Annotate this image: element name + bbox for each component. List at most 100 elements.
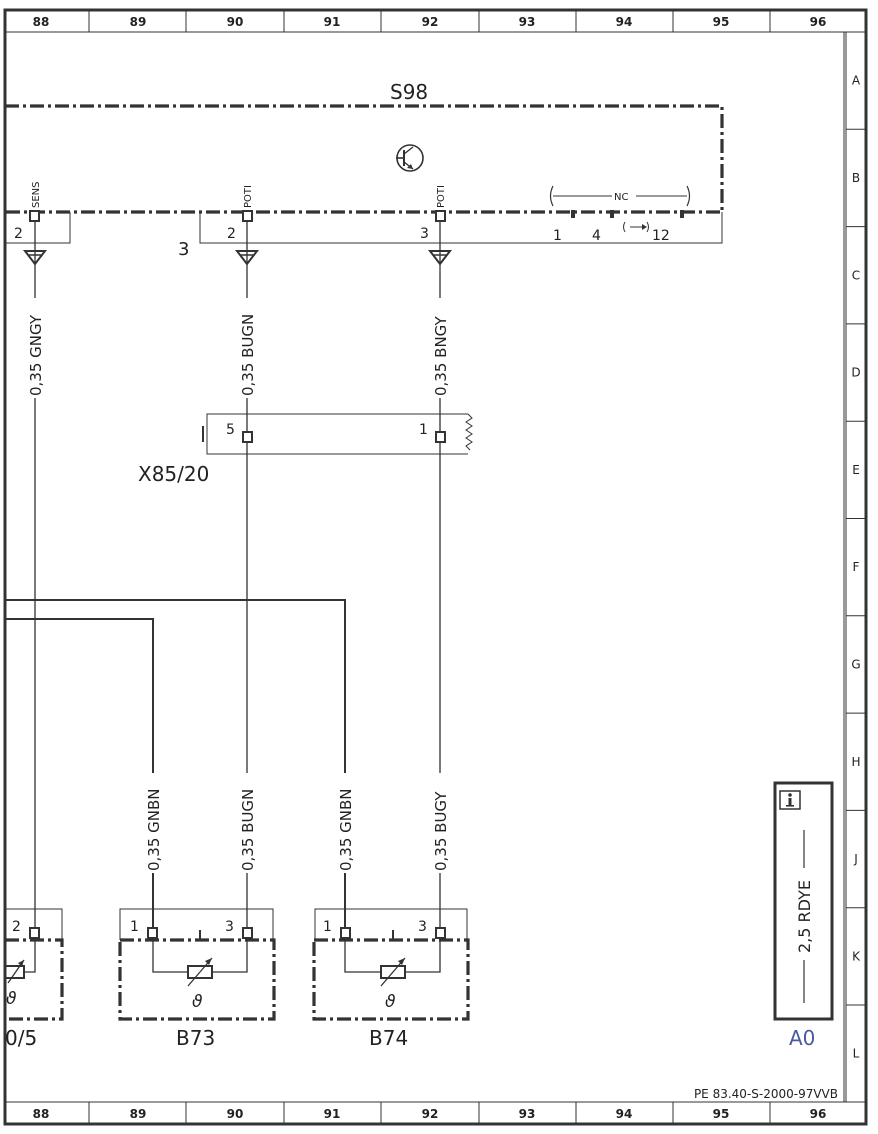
page-frame: [3, 8, 868, 1126]
s98-pin-number: 2: [14, 226, 23, 242]
column-number: 88: [33, 1107, 50, 1121]
column-number: 92: [422, 15, 439, 29]
wire-label: 0,35 BNGY: [432, 315, 450, 396]
svg-text:ϑ: ϑ: [385, 992, 396, 1012]
svg-text:ϑ: ϑ: [192, 992, 203, 1012]
b74-pin-number: 3: [418, 919, 427, 935]
column-number: 95: [713, 15, 730, 29]
row-letter: F: [853, 560, 860, 574]
s98-label: S98: [390, 80, 428, 104]
s98-pin-label-sens: SENS: [31, 182, 42, 209]
document-reference: PE 83.40-S-2000-97VVB: [694, 1087, 838, 1101]
s98-boundary: [5, 104, 724, 214]
info-ref-label: A0: [789, 1026, 815, 1050]
wire-gnbn-b74: [5, 599, 346, 928]
bottom-column-bar: [4, 1101, 867, 1125]
column-number: 88: [33, 15, 50, 29]
row-letter: K: [852, 949, 861, 963]
s98-branch-number: 3: [178, 239, 189, 260]
b73-boundary: [118, 938, 276, 1021]
b74-pin-number: 1: [323, 919, 332, 935]
b74-pin-contact: [340, 927, 351, 939]
s98-module: S98 SENS POTI POTI NC: [5, 80, 724, 260]
nc-bracket: NC: [549, 185, 691, 233]
x85-pin-number: 1: [419, 422, 428, 438]
row-letter: E: [852, 463, 860, 477]
b74-sensor: 1 3 ϑ B74: [312, 908, 470, 1050]
b74-pin-contact: [435, 927, 446, 939]
wire-gnbn-b73: [5, 618, 154, 928]
break-mark-icon: [465, 413, 473, 451]
b74-boundary: [312, 938, 470, 1021]
row-letter: A: [852, 74, 861, 88]
b73-pin-number: 3: [225, 919, 234, 935]
row-letter: L: [853, 1047, 860, 1061]
info-box-frame: [773, 781, 834, 1021]
s98-housing-right: [199, 212, 723, 244]
row-letter: D: [851, 366, 860, 380]
s98-pin-label-poti-a: POTI: [243, 185, 254, 208]
row-letter: J: [853, 852, 858, 866]
b73-sensor: 1 3 ϑ B73: [118, 908, 276, 1050]
thermistor-icon: [187, 965, 213, 979]
info-box: 2,5 RDYE A0: [773, 781, 834, 1050]
b73-pin-contact: [147, 927, 158, 939]
nc-label: NC: [614, 192, 628, 203]
wire-label: 0,35 BUGN: [239, 789, 257, 871]
b73-label: B73: [176, 1026, 215, 1050]
column-number: 90: [227, 1107, 244, 1121]
column-number: 92: [422, 1107, 439, 1121]
s98-pin-2-contact: [29, 210, 40, 222]
column-number: 93: [519, 15, 536, 29]
sensor-pin-contact: [29, 927, 40, 939]
s98-pin-2b-contact: [242, 210, 253, 222]
s98-pin-number: 3: [420, 226, 429, 242]
wire-label: 0,35 GNBN: [337, 788, 355, 871]
sensor-left-label: 0/5: [5, 1026, 37, 1050]
column-number: 96: [810, 15, 827, 29]
column-number: 95: [713, 1107, 730, 1121]
x85-20-connector: 5 1 X85/20: [138, 413, 473, 486]
column-number: 94: [616, 15, 633, 29]
svg-text:ϑ: ϑ: [6, 989, 17, 1009]
row-letter: C: [852, 268, 860, 282]
x85-housing: [206, 413, 468, 455]
sensor-boundary: [5, 938, 64, 1021]
row-letter: H: [851, 755, 860, 769]
thermistor-icon: [380, 965, 406, 979]
top-column-bar: [4, 9, 867, 33]
column-number: 94: [616, 1107, 633, 1121]
x85-pin-contact: [242, 431, 253, 443]
b74-label: B74: [369, 1026, 408, 1050]
s98-pin-3-contact: [435, 210, 446, 222]
column-number: 90: [227, 15, 244, 29]
s98-pin-number: 12: [652, 228, 670, 244]
s98-housing-left: [5, 212, 71, 244]
s98-pin-label-poti-b: POTI: [436, 185, 447, 208]
info-icon: [779, 790, 801, 810]
x85-pin-contact: [435, 431, 446, 443]
column-number: 93: [519, 1107, 536, 1121]
column-number: 96: [810, 1107, 827, 1121]
s98-pin-number: 1: [553, 228, 562, 244]
wires: [5, 221, 441, 928]
column-number: 91: [324, 1107, 341, 1121]
wire-label: 0,35 BUGN: [239, 314, 257, 396]
x85-pin-number: 5: [226, 422, 235, 438]
sensor-pin-number: 2: [12, 919, 21, 935]
resistor-icon: [4, 965, 25, 979]
b73-pin-number: 1: [130, 919, 139, 935]
column-dividers: [88, 10, 771, 1124]
wire-label: 0,35 BUGY: [432, 791, 450, 871]
wire-label: 0,35 GNBN: [145, 788, 163, 871]
wire-label: 0,35 GNGY: [27, 314, 45, 396]
column-number: 91: [324, 15, 341, 29]
sensor-left-partial: 2 ϑ 0/5: [4, 908, 64, 1050]
transistor-icon: [396, 144, 424, 172]
b73-pin-contact: [242, 927, 253, 939]
column-number: 89: [130, 15, 147, 29]
row-letter: G: [851, 657, 860, 671]
